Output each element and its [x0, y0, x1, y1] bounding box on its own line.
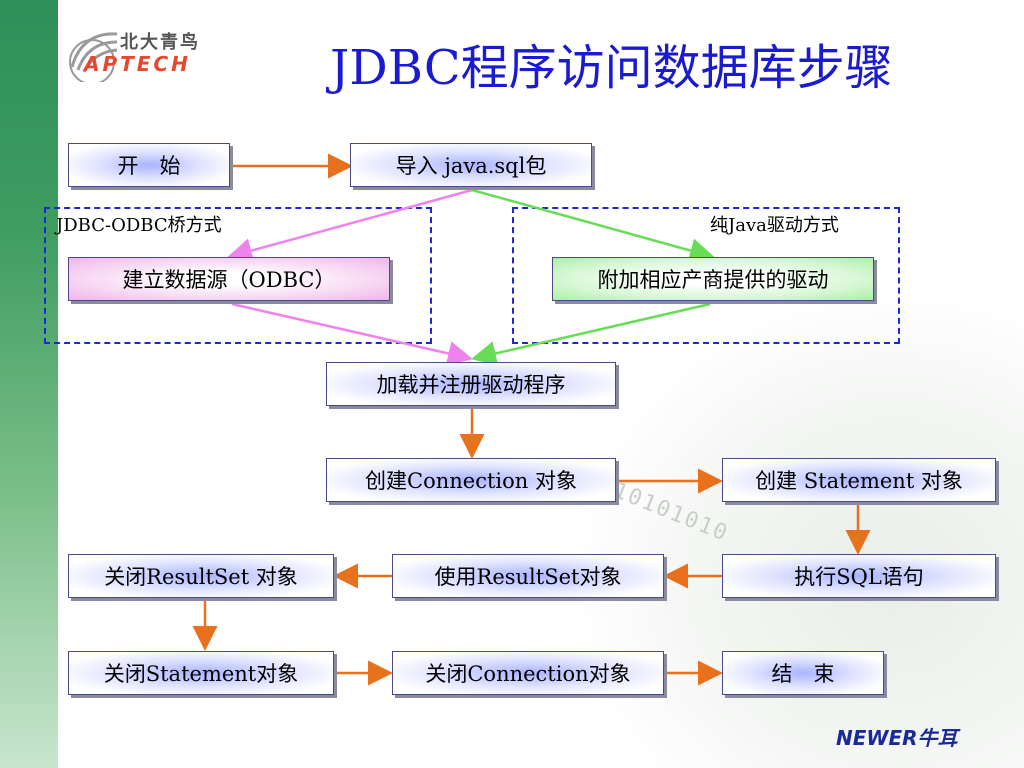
- arrow-import-to-datasource: [227, 188, 473, 263]
- sidebar-band: [0, 0, 58, 768]
- node-create-statement: 创建 Statement 对象: [722, 458, 996, 502]
- node-vendor-driver: 附加相应产商提供的驱动: [552, 257, 874, 301]
- group-jdbc-odbc: [44, 207, 432, 344]
- group-pure-java: [512, 207, 900, 344]
- node-use-resultset: 使用ResultSet对象: [392, 554, 664, 598]
- node-load-register-driver: 加载并注册驱动程序: [326, 362, 616, 406]
- node-create-connection: 创建Connection 对象: [326, 458, 616, 502]
- group-label-jdbc-odbc: JDBC-ODBC桥方式: [56, 215, 222, 236]
- bird-logo-icon: [69, 32, 118, 82]
- node-create-datasource: 建立数据源（ODBC）: [68, 257, 390, 301]
- logo: 北大青鸟 APTECH: [62, 18, 232, 88]
- logo-text-cn: 北大青鸟: [120, 32, 200, 53]
- logo-text-en: APTECH: [84, 52, 191, 76]
- node-execute-sql: 执行SQL语句: [722, 554, 996, 598]
- node-close-resultset: 关闭ResultSet 对象: [68, 554, 334, 598]
- arrow-datasource-to-load: [231, 302, 473, 366]
- node-close-statement: 关闭Statement对象: [68, 651, 334, 695]
- arrow-vendor-to-load: [471, 302, 711, 366]
- node-end: 结 束: [722, 651, 884, 695]
- page-title: JDBC程序访问数据库步骤: [330, 40, 893, 96]
- arrow-import-to-vendor: [471, 188, 715, 263]
- brand-logo: NEWER牛耳: [836, 726, 958, 750]
- node-import-java-sql: 导入 java.sql包: [350, 143, 592, 187]
- group-label-pure-java: 纯Java驱动方式: [710, 215, 839, 236]
- node-start: 开 始: [68, 143, 230, 187]
- node-close-connection: 关闭Connection对象: [392, 651, 664, 695]
